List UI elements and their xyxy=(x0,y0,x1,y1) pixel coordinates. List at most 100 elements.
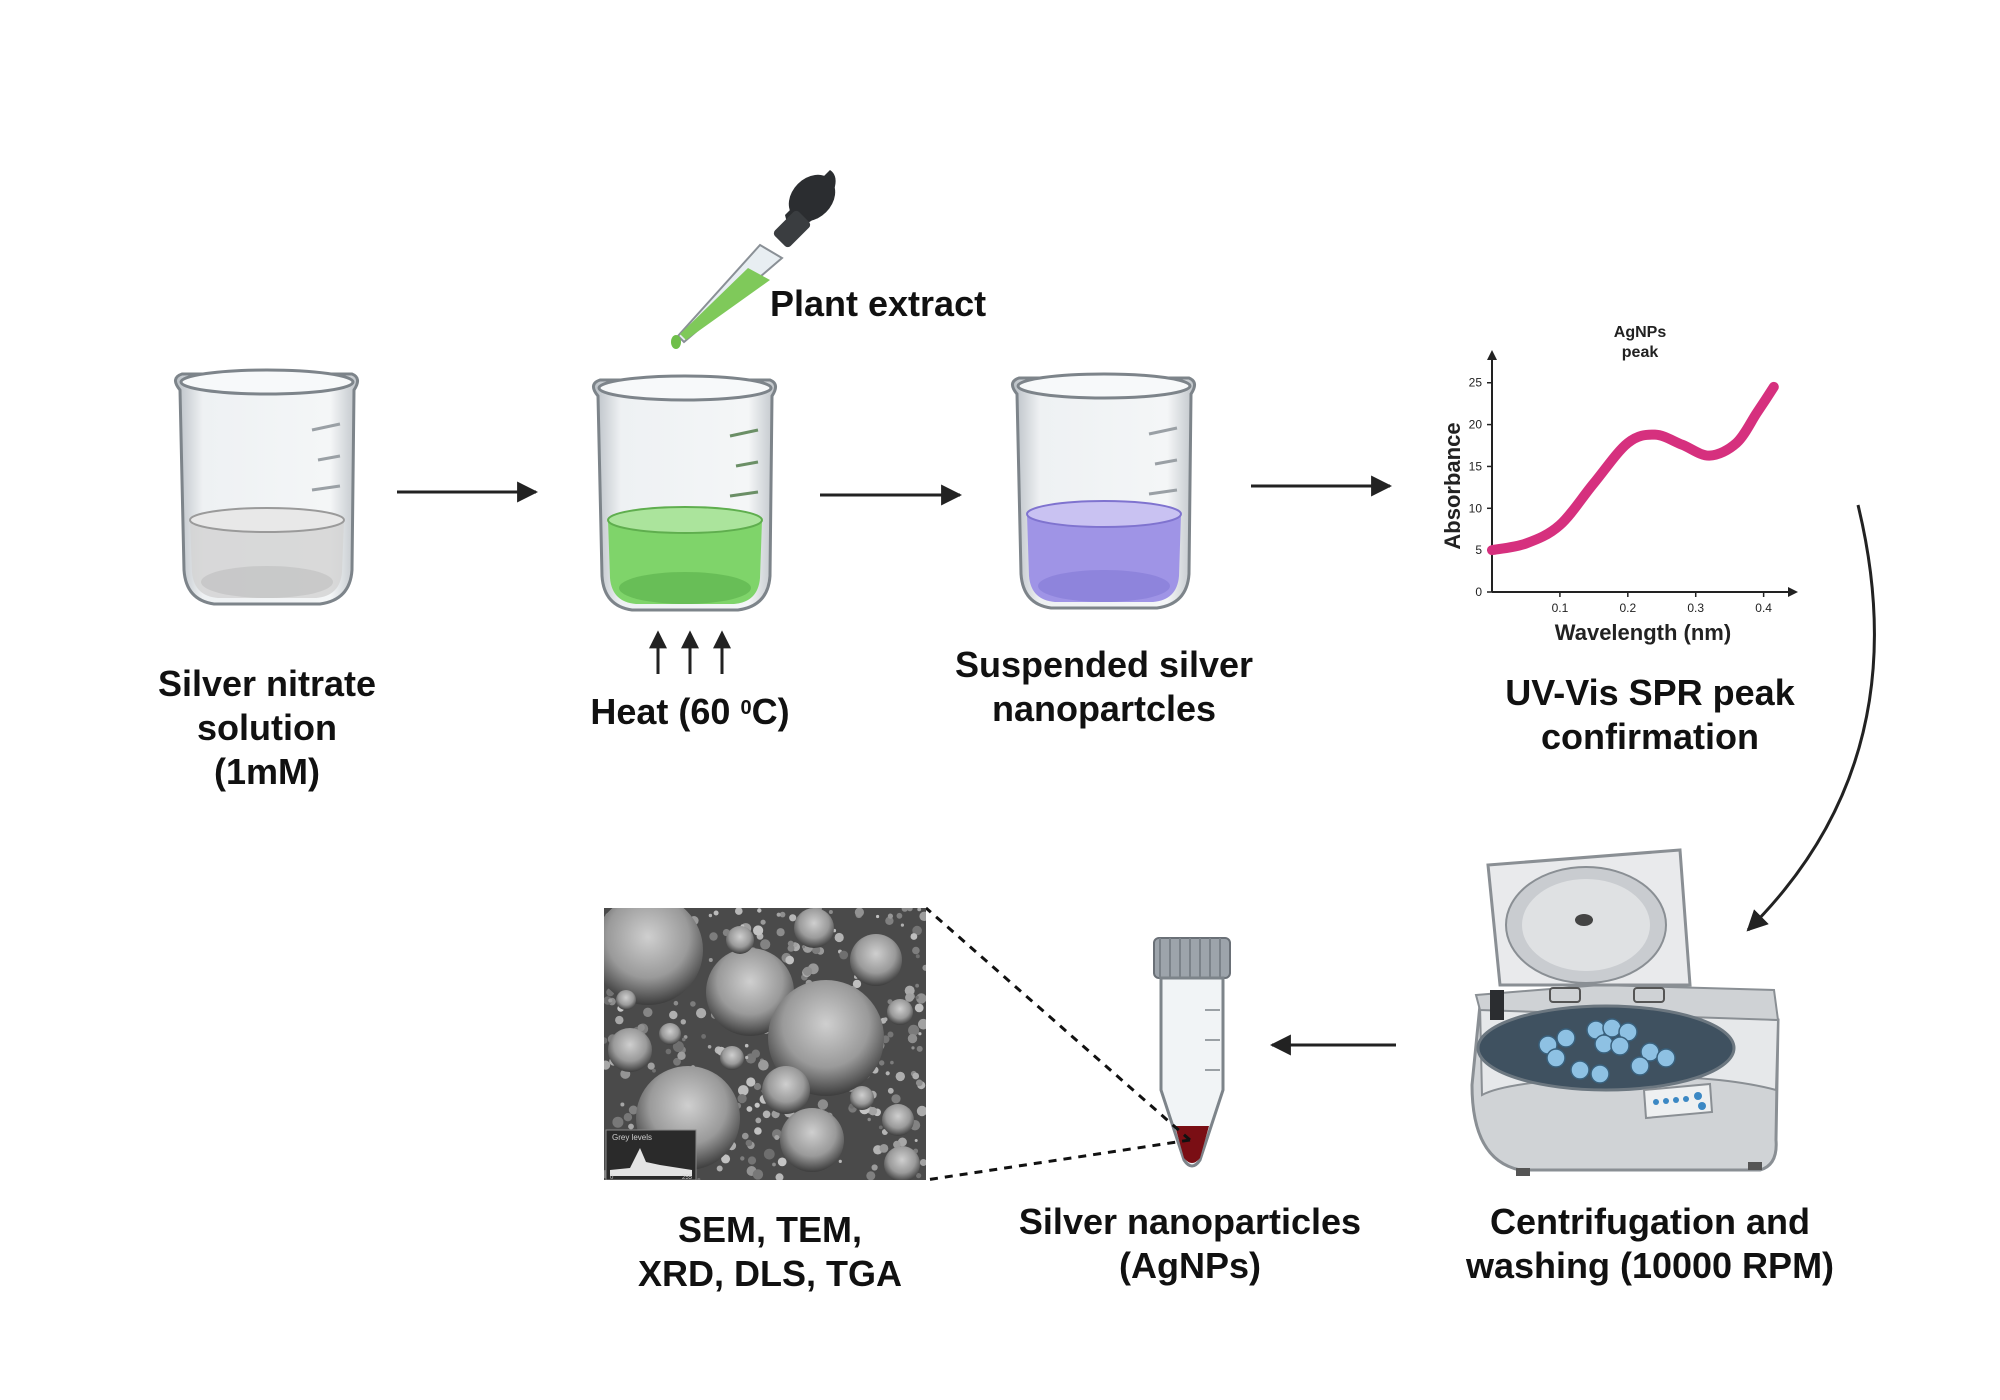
sem-grain-particle xyxy=(652,1068,656,1073)
label-suspended: Suspended silver nanopartcles xyxy=(944,643,1264,731)
label-centrifugation: Centrifugation and washing (10000 RPM) xyxy=(1440,1200,1860,1288)
sem-grain-particle xyxy=(762,1110,771,1119)
sem-grain-particle xyxy=(838,1159,842,1163)
sem-grain-particle xyxy=(752,1169,764,1180)
label-line: nanopartcles xyxy=(991,688,1217,729)
sem-grain-particle xyxy=(915,954,920,959)
sem-grain-particle xyxy=(915,983,919,988)
sem-grain-particle xyxy=(737,1094,747,1104)
sem-grain-particle xyxy=(890,1060,894,1065)
label-line: washing (10000 RPM) xyxy=(1465,1245,1835,1286)
sem-grain-particle xyxy=(753,1082,762,1091)
sem-grain-particle xyxy=(772,1129,782,1139)
sem-grain-particle xyxy=(669,1010,678,1020)
sem-grain-particle xyxy=(682,1037,686,1042)
sem-grain-particle xyxy=(854,908,864,917)
sem-grain-particle xyxy=(776,928,785,937)
arrow-curved xyxy=(1746,504,1876,932)
sem-grain-particle xyxy=(680,1019,686,1025)
sem-grain-particle xyxy=(828,910,833,914)
sem-grain-particle xyxy=(701,1034,706,1039)
label-silver-nitrate: Silver nitrate solution (1mM) xyxy=(127,662,407,794)
sem-grain-particle xyxy=(905,993,914,1002)
sem-grain-particle xyxy=(839,950,849,960)
sem-grain-particle xyxy=(697,1178,701,1180)
sem-grain-particle xyxy=(738,1085,749,1096)
sem-grain-particle xyxy=(747,1156,757,1165)
sem-grain-particle xyxy=(887,913,894,919)
dashed-line-bottom xyxy=(925,1138,1191,1182)
sem-grain-particle xyxy=(785,955,794,965)
x-tick-label: 0.2 xyxy=(1619,601,1636,615)
sem-grain-particle xyxy=(876,914,880,919)
sem-grain-particle xyxy=(673,1000,679,1006)
sem-grain-particle xyxy=(709,932,718,941)
chart-ylabel: Absorbance xyxy=(1440,422,1465,549)
sem-grain-particle xyxy=(919,1159,926,1166)
sem-grain-particle xyxy=(883,1017,888,1022)
sem-grain-particle xyxy=(787,940,794,947)
sem-grain-particle xyxy=(735,908,743,915)
sem-grain-particle xyxy=(910,933,918,940)
sem-grain-particle xyxy=(907,1033,918,1044)
sem-grain-particle xyxy=(755,1117,762,1124)
beaker-silver-nitrate xyxy=(174,368,359,606)
label-line: (AgNPs) xyxy=(1119,1245,1261,1286)
sem-grain-particle xyxy=(604,996,612,1005)
sem-grain-particle xyxy=(885,916,894,925)
y-tick-label: 15 xyxy=(1469,459,1483,473)
label-line: Centrifugation and xyxy=(1490,1201,1810,1242)
sem-histogram-tick-left: 0 xyxy=(610,1175,614,1181)
sem-grain-particle xyxy=(647,1062,655,1070)
sem-grain-particle xyxy=(868,1107,878,1116)
label-line: confirmation xyxy=(1540,716,1759,757)
sem-grain-particle xyxy=(746,1106,753,1112)
sem-grain-particle xyxy=(871,1164,878,1171)
sem-grain-particle xyxy=(777,1157,787,1167)
sem-grain-particle xyxy=(673,1057,681,1066)
sem-grain-particle xyxy=(754,1127,762,1135)
sem-grain-particle xyxy=(912,946,920,955)
sem-grain-particle xyxy=(916,1173,922,1179)
sem-grain-particle xyxy=(707,1045,712,1049)
sem-grain-particle xyxy=(772,1162,776,1167)
sem-grain-particle xyxy=(918,1018,926,1030)
sem-grain-particle xyxy=(760,939,771,950)
sem-grain-particle xyxy=(896,912,903,919)
sem-grain-particle xyxy=(672,1041,684,1053)
sem-grain-particle xyxy=(751,1049,760,1058)
y-tick-label: 5 xyxy=(1475,543,1482,557)
sem-grain-particle xyxy=(885,1071,890,1076)
sem-grain-particle xyxy=(817,1099,829,1110)
sem-grain-particle xyxy=(887,1031,894,1038)
sem-histogram-tick-right: 255 xyxy=(682,1175,693,1181)
label-heat: Heat (60 0C) xyxy=(560,690,820,734)
sem-grain-particle xyxy=(628,1123,634,1130)
sem-grain-particle xyxy=(911,1046,915,1050)
sem-histogram-label: Grey levels xyxy=(612,1133,652,1142)
chart-series-line xyxy=(1487,381,1779,556)
sem-grain-particle xyxy=(916,1045,923,1052)
label-line: Suspended silver xyxy=(954,644,1254,685)
sem-grain-particle xyxy=(914,1139,918,1142)
label-line: UV-Vis SPR peak xyxy=(1505,672,1795,713)
sem-grain-particle xyxy=(665,1048,672,1055)
sem-grain-particle xyxy=(696,1008,707,1019)
sem-grain-particle xyxy=(754,1102,760,1108)
sem-grain-particle xyxy=(922,964,926,971)
sem-grain-particle xyxy=(834,932,844,943)
heat-unit: C) xyxy=(751,691,790,732)
sem-grain-particle xyxy=(623,1113,633,1122)
label-line: XRD, DLS, TGA xyxy=(637,1253,902,1294)
chart-title-line2: peak xyxy=(1622,344,1659,361)
label-agnps: Silver nanoparticles (AgNPs) xyxy=(1000,1200,1380,1288)
sem-grain-particle xyxy=(744,1043,749,1048)
sem-grain-particle xyxy=(787,944,795,952)
sem-grain-particle xyxy=(612,1116,624,1128)
sem-grain-particle xyxy=(916,993,926,1004)
beaker-plant-extract xyxy=(592,374,777,612)
label-uvvis: UV-Vis SPR peak confirmation xyxy=(1480,671,1820,759)
sem-grain-particle xyxy=(708,958,713,962)
sem-image: Grey levels 0 255 xyxy=(604,908,926,1181)
